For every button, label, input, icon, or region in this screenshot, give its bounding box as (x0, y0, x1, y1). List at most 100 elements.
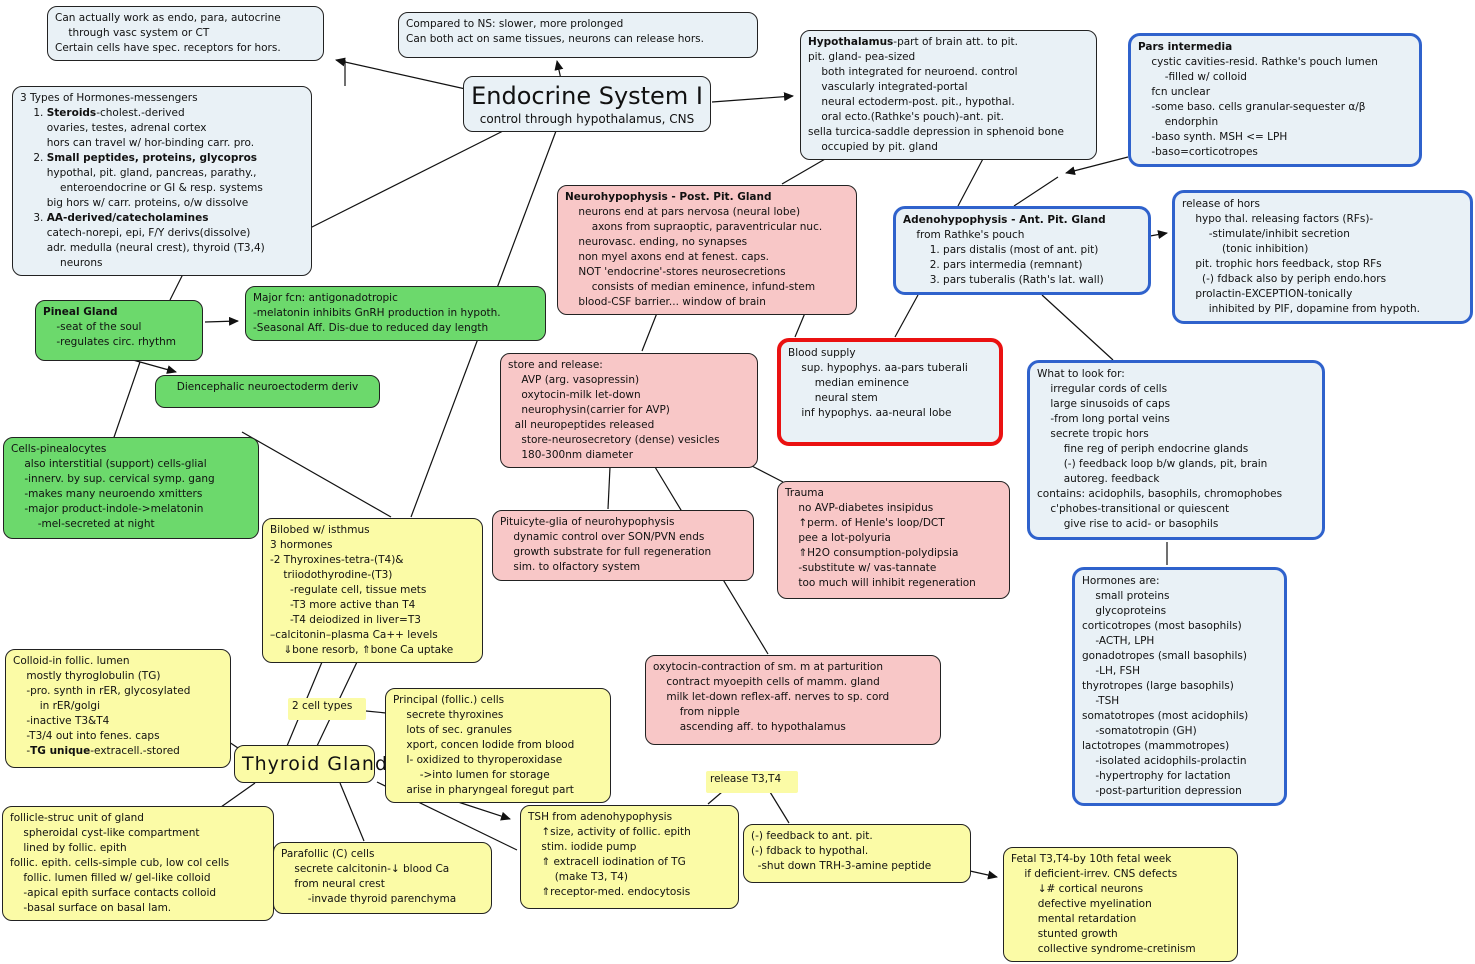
box-store-release-line-2: oxytocin-milk let-down (508, 389, 641, 401)
box-tsh[interactable]: TSH from adenohypophysis ↑size, activity… (520, 805, 739, 909)
box-hormones-are-line-1: small proteins (1082, 590, 1170, 602)
box-hormone-types-line-8: 3. AA-derived/catecholamines (20, 212, 209, 224)
box-hormones-are-line-10: -somatotropin (GH) (1082, 725, 1197, 737)
box-pars-intermedia-line-0: Pars intermedia (1138, 41, 1233, 53)
box-release-of-hors-line-6: prolactin-EXCEPTION-tonically (1182, 288, 1353, 300)
box-oxytocin-line-1: contract myoepith cells of mamm. gland (653, 676, 880, 688)
connector-line (769, 791, 790, 824)
connector-line (707, 791, 723, 805)
box-hypothalamus[interactable]: Hypothalamus-part of brain att. to pit.p… (800, 30, 1097, 160)
box-two-cell-types-line-0: 2 cell types (292, 700, 353, 712)
box-diencephalic[interactable]: Diencephalic neuroectoderm deriv (155, 375, 380, 408)
box-hormone-types-line-7: big hors w/ carr. proteins, o/w dissolve (20, 197, 249, 209)
box-blood-supply[interactable]: Blood supply sup. hypophys. aa-pars tube… (777, 338, 1003, 446)
box-principal-cells-line-6: arise in pharyngeal foregut part (393, 784, 574, 796)
box-thyroid-gland[interactable]: Thyroid Gland (234, 745, 389, 783)
box-adenohypophysis-line-3: 2. pars intermedia (remnant) (903, 259, 1083, 271)
box-colloid-line-2: -pro. synth in rER, glycosylated (13, 685, 191, 697)
box-fetal-t3t4[interactable]: Fetal T3,T4-by 10th fetal week if defici… (1003, 847, 1238, 962)
box-principal-cells-line-2: lots of sec. granules (393, 724, 513, 736)
connector-line (641, 312, 658, 352)
box-adenohypophysis-line-4: 3. pars tuberalis (Rath's lat. wall) (903, 274, 1104, 286)
box-hormone-types-line-6: enteroendocrine or GI & resp. systems (20, 182, 263, 194)
box-pineal-gland[interactable]: Pineal Gland -seat of the soul -regulate… (35, 300, 203, 361)
box-pinealocytes-line-0: Cells-pinealocytes (11, 443, 107, 455)
box-pituicyte[interactable]: Pituicyte-glia of neurohypophysis dynami… (492, 510, 754, 581)
box-store-release[interactable]: store and release: AVP (arg. vasopressin… (500, 353, 758, 468)
box-hormones-are-line-13: -hypertrophy for lactation (1082, 770, 1231, 782)
box-hypothalamus-line-7: occupied by pit. gland (808, 141, 938, 153)
box-follicle[interactable]: follicle-struc unit of gland spheroidal … (2, 806, 274, 921)
box-trauma[interactable]: Trauma no AVP-diabetes insipidus ↑perm. … (777, 481, 1010, 599)
box-hormones-are-line-3: corticotropes (most basophils) (1082, 620, 1242, 632)
connector-line (749, 464, 784, 483)
box-release-t3t4[interactable]: release T3,T4 (706, 771, 798, 793)
box-hormone-types-line-1: 1. Steroids-cholest.-derived (20, 107, 185, 119)
box-pituicyte-line-1: dynamic control over SON/PVN ends (500, 531, 705, 543)
box-hormones-are[interactable]: Hormones are: small proteins glycoprotei… (1072, 567, 1287, 806)
box-release-of-hors-line-4: pit. trophic hors feedback, stop RFs (1182, 258, 1382, 270)
box-pinealocytes[interactable]: Cells-pinealocytes also interstitial (su… (3, 437, 259, 539)
box-pinealocytes-line-1: also interstitial (support) cells-glial (11, 458, 207, 470)
connector-line (607, 466, 611, 510)
box-trauma-line-1: no AVP-diabetes insipidus (785, 502, 934, 514)
box-thyroid-gland-line-0: Thyroid Gland (242, 753, 389, 775)
box-parafollicular[interactable]: Parafollic (C) cells secrete calcitonin-… (273, 842, 492, 914)
box-follicle-line-6: -basal surface on basal lam. (10, 902, 172, 914)
connector-arrow (711, 92, 794, 103)
box-hormones-are-line-6: -LH, FSH (1082, 665, 1140, 677)
connector-line (111, 361, 141, 444)
box-hormone-types-line-3: hors can travel w/ hor-binding carr. pro… (20, 137, 255, 149)
box-can-work[interactable]: Can actually work as endo, para, autocri… (47, 6, 324, 61)
box-what-to-look-for-line-5: fine reg of periph endocrine glands (1037, 443, 1249, 455)
box-bilobed-line-5: -T3 more active than T4 (270, 599, 416, 611)
box-store-release-line-3: neurophysin(carrier for AVP) (508, 404, 670, 416)
box-tsh-line-3: ⇑ extracell iodination of TG (528, 856, 686, 868)
box-neurohypophysis-line-6: consists of median eminence, infund-stem (565, 281, 816, 293)
box-feedback-line-2: -shut down TRH-3-amine peptide (751, 860, 932, 872)
box-major-fcn[interactable]: Major fcn: antigonadotropic-melatonin in… (245, 286, 546, 341)
connector-line (794, 312, 806, 338)
box-hormones-are-line-7: thyrotropes (large basophils) (1082, 680, 1234, 692)
box-hormone-types[interactable]: 3 Types of Hormones-messengers 1. Steroi… (12, 86, 312, 276)
box-oxytocin-line-3: from nipple (653, 706, 740, 718)
box-colloid[interactable]: Colloid-in follic. lumen mostly thyroglo… (5, 649, 231, 768)
box-hormone-types-line-10: adr. medulla (neural crest), thyroid (T3… (20, 242, 265, 254)
box-release-of-hors[interactable]: release of hors hypo thal. releasing fac… (1172, 190, 1473, 324)
box-feedback[interactable]: (-) feedback to ant. pit.(-) fdback to h… (743, 824, 971, 883)
box-hormone-types-line-0: 3 Types of Hormones-messengers (20, 92, 198, 104)
box-release-of-hors-line-1: hypo thal. releasing factors (RFs)- (1182, 213, 1374, 225)
box-principal-cells-line-0: Principal (follic.) cells (393, 694, 505, 706)
box-hormones-are-line-11: lactotropes (mammotropes) (1082, 740, 1230, 752)
box-pars-intermedia-line-3: fcn unclear (1138, 86, 1211, 98)
box-blood-supply-line-2: median eminence (788, 377, 910, 389)
box-follicle-line-3: follic. epith. cells-simple cub, low col… (10, 857, 230, 869)
box-major-fcn-line-2: -Seasonal Aff. Dis-due to reduced day le… (253, 322, 489, 334)
box-what-to-look-for[interactable]: What to look for: irregular cords of cel… (1027, 360, 1325, 540)
box-pars-intermedia[interactable]: Pars intermedia cystic cavities-resid. R… (1128, 33, 1422, 167)
box-bilobed-line-0: Bilobed w/ isthmus (270, 524, 370, 536)
box-two-cell-types[interactable]: 2 cell types (288, 698, 366, 720)
box-major-fcn-line-0: Major fcn: antigonadotropic (253, 292, 398, 304)
box-hormones-are-line-5: gonadotropes (small basophils) (1082, 650, 1247, 662)
connector-line (339, 782, 365, 842)
connector-line (1041, 294, 1114, 361)
box-what-to-look-for-line-2: large sinusoids of caps (1037, 398, 1171, 410)
box-colloid-line-4: -inactive T3&T4 (13, 715, 110, 727)
box-principal-cells[interactable]: Principal (follic.) cells secrete thyrox… (385, 688, 611, 803)
connector-line (220, 782, 256, 808)
box-tsh-line-5: ⇑receptor-med. endocytosis (528, 886, 691, 898)
box-adenohypophysis[interactable]: Adenohypophysis - Ant. Pit. Gland from R… (893, 206, 1151, 295)
box-main-title-line-1: control through hypothalamus, CNS (479, 112, 695, 126)
box-what-to-look-for-line-9: c'phobes-transitional or quiescent (1037, 503, 1230, 515)
box-adenohypophysis-line-0: Adenohypophysis - Ant. Pit. Gland (903, 214, 1106, 226)
connector-arrow (1065, 156, 1129, 176)
box-pars-intermedia-line-2: -filled w/ colloid (1138, 71, 1247, 83)
box-fetal-t3t4-line-5: stunted growth (1011, 928, 1118, 940)
box-neurohypophysis[interactable]: Neurohypophysis - Post. Pit. Gland neuro… (557, 185, 857, 315)
box-oxytocin[interactable]: oxytocin-contraction of sm. m at parturi… (645, 655, 941, 745)
box-hormones-are-line-0: Hormones are: (1082, 575, 1160, 587)
